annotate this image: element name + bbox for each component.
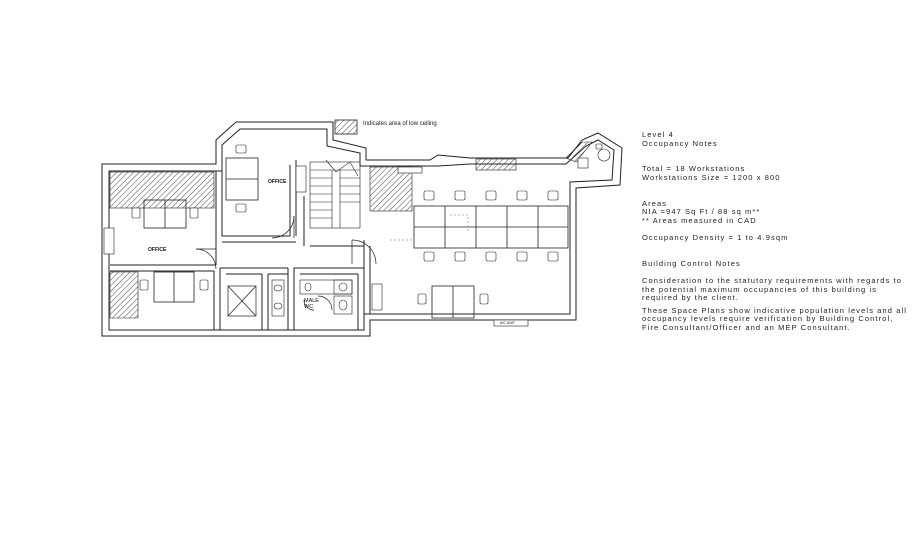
notes-level: Level 4	[642, 130, 674, 139]
office-label-top: OFFICE	[268, 179, 287, 185]
notes-total: Total = 18 Workstations	[642, 164, 746, 174]
notes-bc-para1: Consideration to the statutory requireme…	[642, 276, 902, 303]
notes-nia: NIA =947 Sq Ft / 88 sq m**	[642, 207, 761, 217]
notes-size: Workstations Size = 1200 x 800	[642, 172, 781, 182]
wc-label: MALE WC	[304, 298, 319, 310]
staircase	[309, 159, 361, 229]
office-label-left: OFFICE	[148, 247, 167, 253]
doors	[195, 215, 377, 311]
legend-swatch	[334, 119, 358, 135]
area-boundary	[390, 214, 469, 241]
notes-density: Occupancy Density = 1 to 4.9sqm	[642, 233, 789, 243]
wc-fixtures	[271, 279, 353, 317]
interior-walls	[110, 160, 371, 330]
notes-heading: Occupancy Notes	[642, 138, 718, 148]
chairs	[131, 143, 611, 305]
notes-bc-heading: Building Control Notes	[642, 258, 741, 268]
low-ceiling-areas	[109, 141, 593, 319]
legend-label: Indicates area of low ceiling	[363, 121, 437, 127]
notes-nia-note: ** Areas measured in CAD	[642, 215, 757, 225]
notes-bc-para2: These Space Plans show indicative popula…	[642, 305, 908, 333]
notes-panel: Level 4 Occupancy Notes Total = 18 Works…	[642, 130, 912, 333]
desks	[143, 157, 569, 319]
ac-unit-label: A/C UNIT	[500, 321, 515, 325]
lift-shaft	[227, 285, 257, 317]
outer-walls	[101, 121, 623, 337]
notes-areas-heading: Areas	[642, 198, 668, 208]
ac-units	[103, 157, 589, 327]
